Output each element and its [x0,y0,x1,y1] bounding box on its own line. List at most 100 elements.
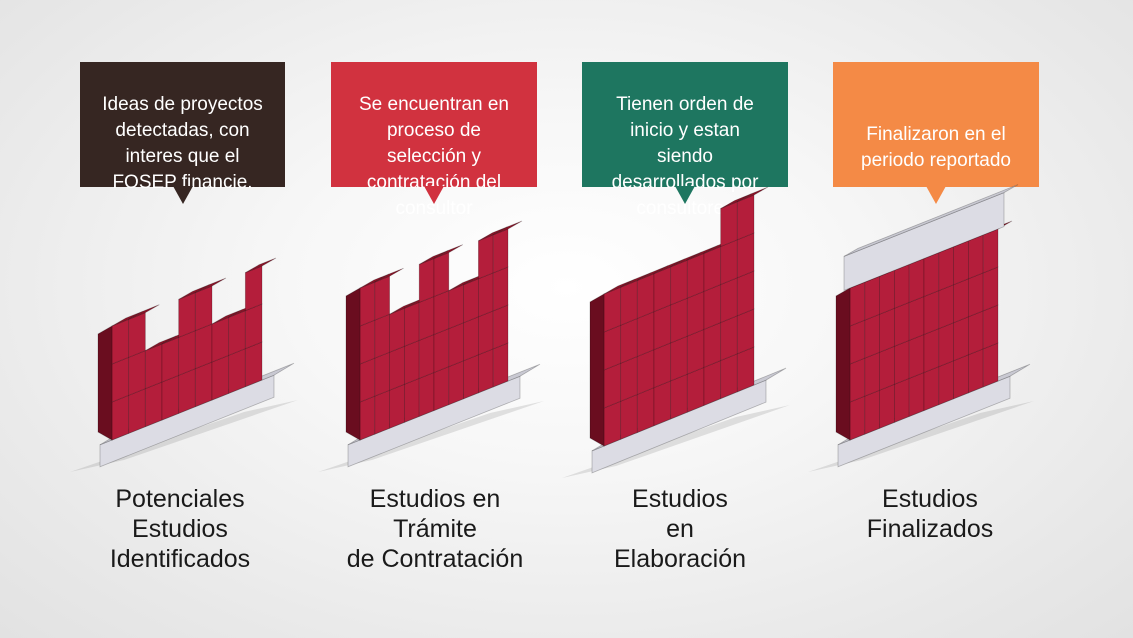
brick [403,339,420,385]
brick [144,381,163,428]
brick [720,353,738,400]
brick [670,297,688,344]
brick [982,304,999,350]
brick [894,263,910,309]
brick [463,316,479,362]
brick [463,278,479,324]
brick [433,366,450,412]
callout-pointer [424,186,444,204]
brick [244,303,263,350]
brick-top [433,244,463,259]
brick [908,333,925,379]
brick [982,228,999,274]
brick [620,355,638,402]
callout-pointer [926,186,946,204]
brick [879,307,895,353]
brick [111,356,130,403]
brick [923,328,940,374]
brick [178,330,196,376]
brick [477,234,494,280]
brick [968,234,984,280]
brick [448,284,465,330]
brick [492,342,509,388]
wall-potenciales [70,257,298,472]
brick [477,310,494,356]
brick [128,350,146,396]
brick [879,269,895,315]
brick [894,339,910,385]
brick [864,351,880,397]
callout-pointer [172,186,193,204]
wall-finalizados [808,184,1034,472]
brick [359,319,376,365]
brick [492,266,509,312]
brick [389,345,405,391]
brick [403,377,420,423]
brick [603,362,622,409]
wall-cap-top [843,184,1019,257]
brick-side [589,293,605,447]
callout-text: Tienen orden de inicio y estan siendo de… [611,94,759,219]
brick [636,311,655,358]
callout-finalizados: Finalizaron en el periodo reportado [833,62,1039,204]
brick [228,310,246,356]
brick-side [97,325,113,441]
brick [603,324,622,371]
brick [477,272,494,318]
brick [938,246,954,292]
brick [389,383,405,429]
brick [620,279,638,326]
brick [418,371,435,417]
brick [653,342,672,389]
brick-top [737,186,769,203]
callout-elaboracion: Tienen orden de inicio y estan siendo de… [582,62,788,219]
brick [703,283,722,330]
stage-label-elaboracion: Estudios en Elaboración [613,485,747,573]
brick [720,201,738,248]
brick [389,307,405,353]
brick [736,194,755,241]
brick [864,313,880,359]
callout-potenciales: Ideas de proyectos detectadas, con inter… [80,62,285,204]
brick [953,354,969,400]
brick [111,318,130,365]
brick [463,354,479,400]
brick [736,308,755,355]
brick [953,316,969,362]
brick [864,275,880,321]
brick [418,257,435,303]
brick [477,348,494,394]
stage-label-potenciales: Potenciales Estudios Identificados [109,485,251,573]
brick [448,322,465,368]
brick-side [345,287,361,441]
brick-top [195,277,227,294]
brick [603,286,622,333]
brick [653,266,672,313]
brick [703,359,722,406]
brick [894,377,910,423]
brick [864,389,880,435]
stage-label-finalizados: Estudios Finalizados [866,485,994,543]
brick [653,380,672,427]
brick [448,360,465,406]
brick [686,328,705,375]
brick [849,281,866,327]
brick [686,290,705,337]
callout-text: Se encuentran en proceso de selección y … [358,94,509,219]
brick-top [374,267,404,283]
brick [211,316,230,363]
brick [670,373,688,420]
brick [923,290,940,336]
brick [703,321,722,368]
brick [433,328,450,374]
brick [720,277,738,324]
brick-top [493,220,523,236]
brick [670,335,688,382]
brick [178,292,196,338]
brick [636,273,655,320]
brick [938,284,954,330]
callout-text: Ideas de proyectos detectadas, con inter… [102,94,263,193]
wall-cap-front [843,192,1005,291]
